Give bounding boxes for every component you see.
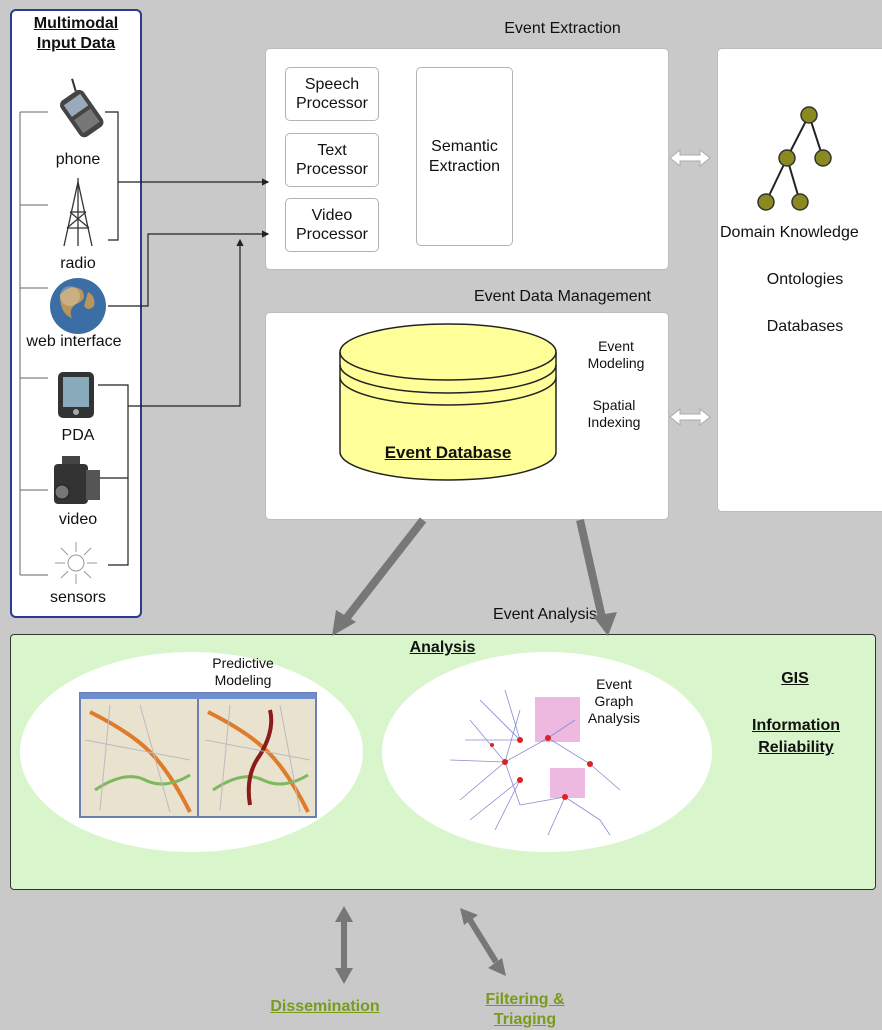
event-modeling-label: Event Modeling xyxy=(587,338,645,371)
databases-label: Databases xyxy=(766,318,844,335)
semantic-extraction: Semantic Extraction xyxy=(416,67,513,246)
domain-knowledge-box xyxy=(717,48,882,512)
spatial-indexing-label: Spatial Indexing xyxy=(587,397,641,430)
globe-icon xyxy=(50,278,106,334)
predictive-map-screenshot xyxy=(79,692,317,818)
domain-knowledge-label: Domain Knowledge xyxy=(720,224,859,241)
double-arrow-database xyxy=(669,407,711,427)
sensor-icon xyxy=(55,542,97,584)
video-camera-icon xyxy=(54,456,100,504)
event-graph-analysis-label: Event Graph Analysis xyxy=(587,676,641,726)
event-analysis-title: Event Analysis xyxy=(492,606,598,623)
graph-ellipse xyxy=(382,652,712,852)
dissemination-link[interactable]: Dissemination xyxy=(270,998,380,1015)
source-label-phone: phone xyxy=(55,151,101,168)
pda-icon xyxy=(58,372,94,418)
event-data-management-title: Event Data Management xyxy=(474,288,651,305)
dissemination-arrow xyxy=(335,906,353,984)
arrowhead-left xyxy=(332,610,356,636)
gis-link[interactable]: GIS xyxy=(781,670,809,687)
speech-processor: Speech Processor xyxy=(285,67,379,121)
predictive-modeling-label: Predictive Modeling xyxy=(212,655,274,688)
source-label-pda: PDA xyxy=(61,427,95,444)
event-graph-network xyxy=(449,689,621,836)
phone-icon xyxy=(60,78,104,138)
source-label-web-interface: web interface xyxy=(26,333,122,350)
ontologies-label: Ontologies xyxy=(766,271,844,288)
source-connectors xyxy=(98,111,270,566)
filtering-arrow xyxy=(460,908,506,976)
source-label-video: video xyxy=(58,511,98,528)
event-database-label: Event Database xyxy=(384,443,512,462)
tree-icon xyxy=(757,106,832,211)
event-database-cylinder xyxy=(339,323,557,481)
flow-arrows xyxy=(341,517,607,623)
input-bracket-lines xyxy=(19,111,48,576)
filtering-triaging-link[interactable]: Filtering &Triaging xyxy=(485,991,565,1028)
event-extraction-title: Event Extraction xyxy=(504,20,621,37)
source-label-radio: radio xyxy=(60,255,96,272)
arrowhead-right xyxy=(593,612,617,636)
radio-tower-icon xyxy=(63,178,93,247)
video-processor: Video Processor xyxy=(285,198,379,252)
text-processor: Text Processor xyxy=(285,133,379,187)
double-arrow-extraction xyxy=(669,148,711,168)
analysis-heading: Analysis xyxy=(409,639,476,656)
source-label-sensors: sensors xyxy=(49,589,107,606)
